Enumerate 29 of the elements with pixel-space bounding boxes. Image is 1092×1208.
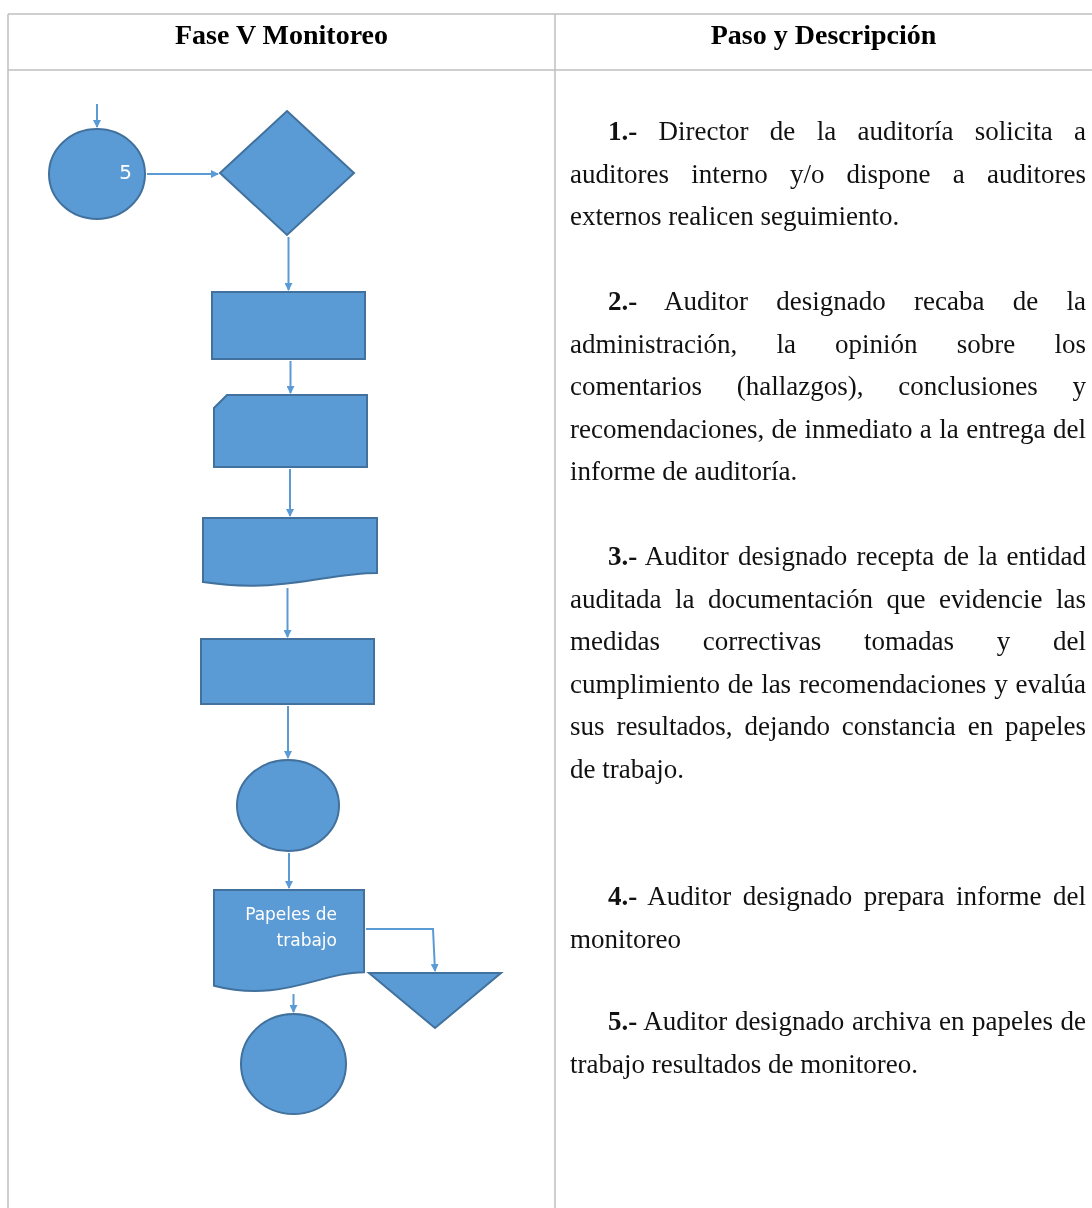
arrow xyxy=(286,360,295,394)
document-shape xyxy=(202,517,378,587)
arrow xyxy=(146,170,219,178)
document-shape xyxy=(213,889,365,993)
manual-input-shape xyxy=(213,394,368,468)
arrow xyxy=(285,852,293,889)
arrow xyxy=(365,928,439,972)
step-description: 3.- Auditor designado recepta de la entidad auditada la documentación que evidencie las medidas correctivas tomadas y del cumplimiento de las recomendaciones y evalúa sus resultados, dejando constancia en papeles de trabajo. xyxy=(570,540,1086,786)
node-label: Papeles de trabajo xyxy=(244,903,337,952)
connector-circle xyxy=(48,128,146,220)
arrow xyxy=(289,993,298,1013)
step-description: 5.- Auditor designado archiva en papeles de trabajo resultados de monitoreo. xyxy=(570,1005,1086,1081)
arrow xyxy=(283,587,292,638)
archive-triangle xyxy=(368,972,502,1029)
arrow xyxy=(286,468,294,517)
step-description: 1.- Director de la auditoría solicita a auditores interno y/o dispone a auditores externos realicen seguimiento. xyxy=(570,115,1086,233)
step-description: 2.- Auditor designado recaba de la administración, la opinión sobre los comentarios (hallazgos), conclusiones y recomendaciones, de inmediato a la entrega del informe de auditoría. xyxy=(570,285,1086,488)
decision-diamond xyxy=(219,110,355,236)
column-header: Fase V Monitoreo xyxy=(173,18,390,52)
column-header: Paso y Descripción xyxy=(709,18,938,52)
process-box xyxy=(200,638,375,705)
arrow xyxy=(284,705,292,759)
arrow xyxy=(284,236,293,291)
arrow xyxy=(93,103,101,128)
connector-circle xyxy=(236,759,340,852)
node-label: 5 xyxy=(119,160,132,184)
connector-circle xyxy=(240,1013,347,1115)
step-description: 4.- Auditor designado prepara informe del monitoreo xyxy=(570,880,1086,956)
process-box xyxy=(211,291,366,360)
